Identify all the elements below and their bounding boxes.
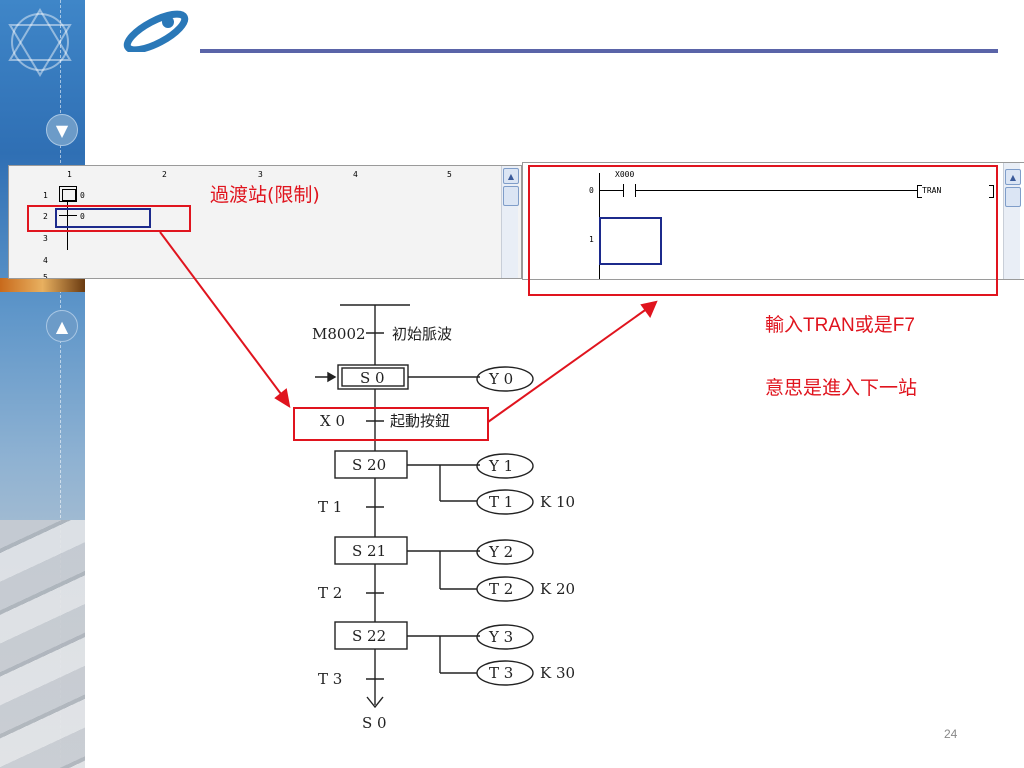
row-number: 1 — [43, 191, 48, 200]
scroll-up-button[interactable]: ▲ — [1005, 169, 1021, 185]
start-condition-desc: 起動按鈕 — [390, 412, 450, 430]
row-number: 2 — [43, 212, 48, 221]
keyboard-keys-image — [0, 520, 85, 768]
transition-mark-label: 0 — [80, 212, 85, 221]
timer-k10-label: K 10 — [540, 493, 575, 511]
transition-t2-label: T 2 — [318, 584, 342, 602]
transition-mark — [59, 215, 77, 216]
timer-t1-label: T 1 — [489, 493, 513, 511]
rung-wire — [635, 190, 917, 191]
initial-step-box[interactable] — [59, 186, 77, 202]
timer-t3-label: T 3 — [489, 664, 513, 682]
row-number: 0 — [589, 186, 594, 195]
step-s20-label: S 20 — [352, 456, 386, 474]
timer-k30-label: K 30 — [540, 664, 575, 682]
output-y0-label: Y 0 — [488, 370, 513, 388]
step-s22-label: S 22 — [352, 627, 386, 645]
timer-t2-label: T 2 — [489, 580, 513, 598]
timer-k20-label: K 20 — [540, 580, 575, 598]
vertical-scrollbar[interactable]: ▲ — [1003, 163, 1021, 279]
step-mark: 0 — [80, 191, 85, 200]
next-step-annotation: 意思是進入下一站 — [765, 378, 918, 399]
tran-instruction: TRAN — [922, 186, 942, 195]
row-number: 4 — [43, 256, 48, 265]
rung-wire — [599, 190, 623, 191]
sidebar-dotted-line — [60, 0, 61, 768]
contact-left-bar — [623, 184, 624, 197]
page-number: 24 — [944, 727, 958, 741]
sfc-diagram: M8002 初始脈波 S 0 Y 0 X 0 起動按鈕 S 20 Y 1 T 1… — [312, 304, 575, 732]
scroll-down-icon: ▼ — [46, 114, 78, 146]
vertical-scrollbar[interactable]: ▲ — [501, 166, 519, 278]
decorative-sidebar: ▼ ▲ — [0, 0, 85, 768]
column-number: 4 — [353, 170, 358, 179]
start-condition-highlight-box — [293, 407, 489, 441]
arrow-to-transition — [159, 231, 285, 399]
step-ladder-window: 1 2 3 4 5 1 2 3 4 5 0 0 ▲ — [8, 165, 522, 279]
init-condition-label: M8002 — [312, 325, 366, 343]
input-tran-annotation: 輸入TRAN或是F7 — [765, 315, 915, 336]
ladder-highlight-box — [528, 165, 998, 296]
column-number: 3 — [258, 170, 263, 179]
output-y1-label: Y 1 — [488, 457, 513, 475]
column-number: 1 — [67, 170, 72, 179]
output-y2-label: Y 2 — [488, 543, 513, 561]
sidebar-photo-band — [0, 278, 85, 292]
transition-highlight-box — [27, 205, 191, 232]
orbit-logo-icon — [123, 10, 189, 52]
row-number: 3 — [43, 234, 48, 243]
scroll-up-button[interactable]: ▲ — [503, 168, 519, 184]
title-underline — [200, 49, 998, 53]
row-number: 5 — [43, 273, 48, 279]
instruction-bracket-end — [989, 185, 994, 198]
transition-t3-label: T 3 — [318, 670, 342, 688]
star-pattern-icon — [8, 8, 72, 77]
arrow-to-ladder — [487, 307, 649, 423]
step-s0-label: S 0 — [360, 369, 385, 387]
column-number: 5 — [447, 170, 452, 179]
ladder-window: X000 0 1 TRAN ▲ — [522, 162, 1024, 280]
output-y3-label: Y 3 — [488, 628, 513, 646]
contact-label: X000 — [615, 170, 635, 179]
row-number: 1 — [589, 235, 594, 244]
scroll-thumb[interactable] — [503, 186, 519, 206]
cursor-selection[interactable] — [599, 217, 662, 265]
cursor-selection[interactable] — [55, 208, 151, 228]
scroll-up-icon: ▲ — [46, 310, 78, 342]
step-s21-label: S 21 — [352, 542, 386, 560]
start-condition-label: X 0 — [320, 412, 345, 430]
transition-annotation: 過渡站(限制) — [210, 184, 320, 206]
transition-t1-label: T 1 — [318, 498, 342, 516]
init-condition-desc: 初始脈波 — [392, 325, 452, 343]
instruction-bracket — [917, 185, 922, 198]
end-target-label: S 0 — [362, 714, 387, 732]
column-number: 2 — [162, 170, 167, 179]
scroll-thumb[interactable] — [1005, 187, 1021, 207]
